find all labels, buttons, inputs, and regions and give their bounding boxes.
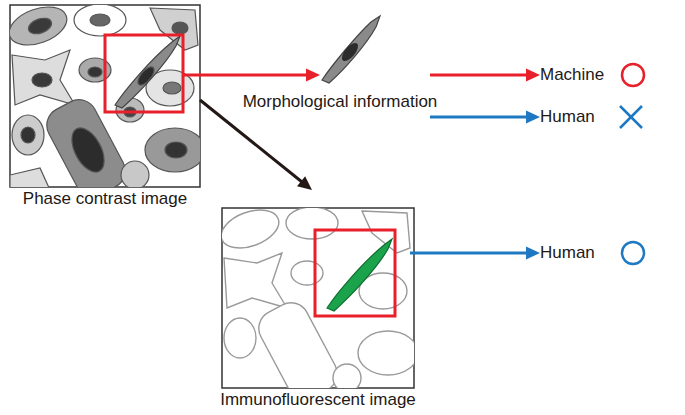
result-text: Human	[540, 106, 595, 128]
result-text: Machine	[540, 64, 604, 86]
ok-circle	[622, 64, 644, 86]
caption: Immunofluorescent image	[220, 390, 416, 410]
connector	[200, 74, 308, 77]
arrow-head	[526, 247, 540, 260]
image-panel: Immunofluorescent image	[222, 208, 414, 388]
arrow-head	[526, 111, 540, 124]
connector	[430, 74, 528, 77]
phase-cells	[10, 5, 200, 187]
arrow-stub	[183, 74, 201, 77]
caption: Morphological information	[243, 92, 438, 112]
cell-shape	[322, 16, 380, 83]
result-label: Human	[540, 106, 595, 128]
connector	[200, 100, 303, 182]
cell-panel: Morphological information	[250, 12, 430, 124]
ng-cross	[620, 106, 642, 128]
selection-box	[315, 230, 395, 316]
connector	[430, 116, 528, 119]
fluor-cells	[222, 208, 414, 388]
arrow-head	[297, 176, 312, 190]
fluor-cell	[327, 239, 392, 311]
caption: Phase contrast image	[23, 189, 187, 209]
arrow-head	[526, 69, 540, 82]
selection-box	[105, 35, 183, 112]
result-label: Human	[540, 242, 595, 264]
image-panel: Phase contrast image	[10, 5, 200, 187]
arrow-head	[306, 69, 320, 82]
connector	[410, 252, 528, 255]
cell-nucleus	[339, 40, 361, 63]
result-text: Human	[540, 242, 595, 264]
result-label: Machine	[540, 64, 604, 86]
ok-circle	[622, 242, 644, 264]
